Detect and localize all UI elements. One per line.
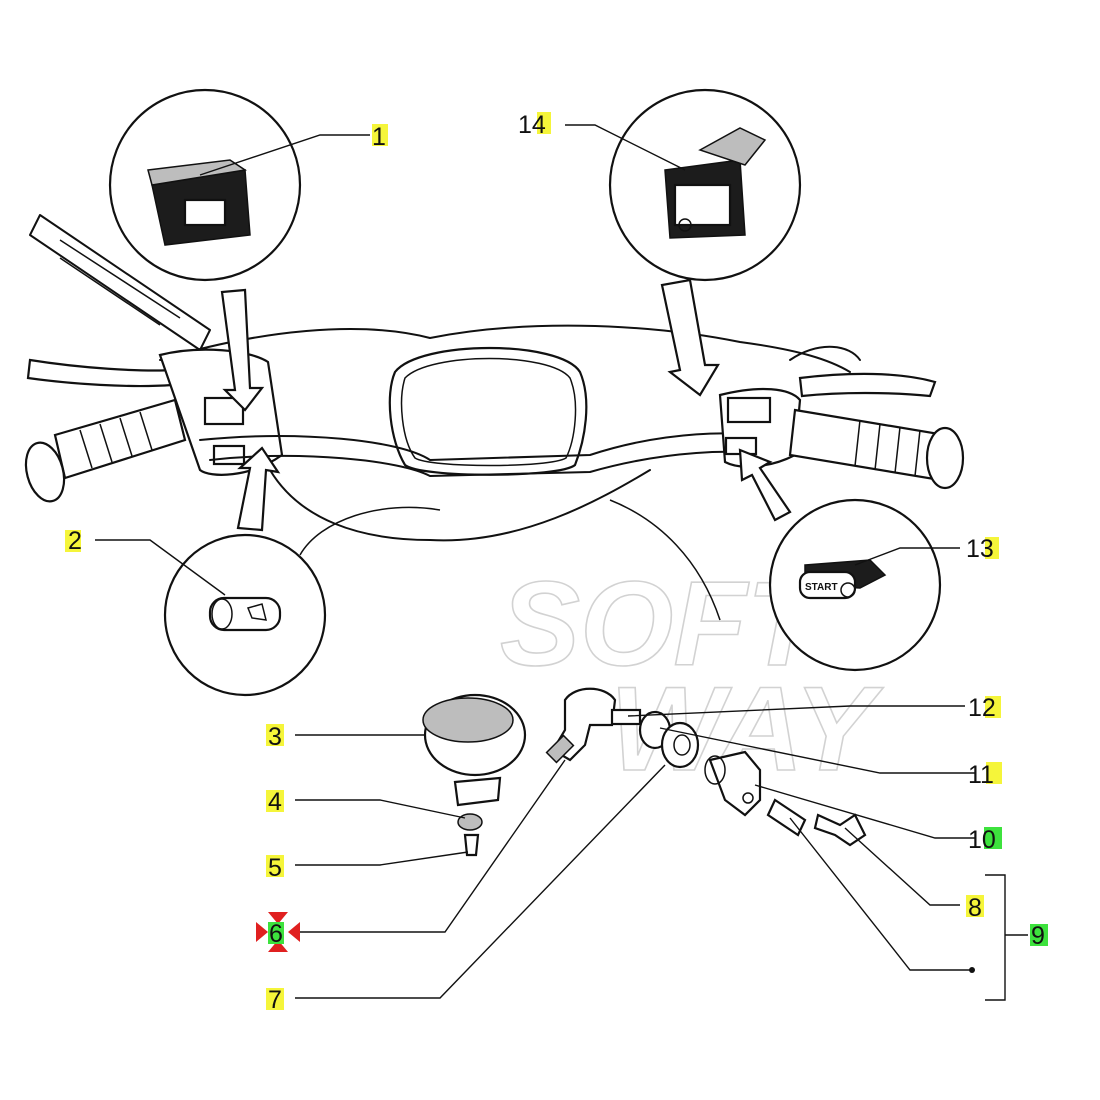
arrow-14 <box>660 278 720 397</box>
horn-button <box>208 596 282 632</box>
cowl-details <box>299 499 721 621</box>
callout-1-highlight <box>372 124 388 146</box>
right-grip <box>788 408 965 490</box>
callout-2[interactable]: 2 <box>68 527 82 555</box>
leader-4 <box>295 799 466 819</box>
upper-fairing <box>159 324 851 373</box>
leader-2 <box>95 539 226 596</box>
handlebar-assembly <box>24 214 965 621</box>
callout-1[interactable]: 1 <box>372 123 386 151</box>
leader-9-sub <box>789 817 970 971</box>
switch-14-connector <box>698 127 767 166</box>
callout-6[interactable]: 6 <box>269 920 283 948</box>
leader-14 <box>565 124 686 171</box>
callout-12[interactable]: 12 <box>968 694 996 722</box>
part-10-lock-housing <box>704 750 762 817</box>
callout-labels: 1 14 2 13 3 12 11 4 10 5 8 9 6 7 <box>65 111 1048 1014</box>
leader-8 <box>844 827 960 906</box>
part-8-key <box>813 813 867 847</box>
callout-11-highlight <box>986 762 1002 784</box>
callout-4[interactable]: 4 <box>268 788 282 816</box>
callout-8-highlight <box>966 895 984 917</box>
callout-9-highlight <box>1030 924 1048 946</box>
leader-7 <box>295 764 666 999</box>
detail-circle-14 <box>608 88 802 397</box>
detail-circle-1 <box>108 88 302 412</box>
leader-9-dot <box>969 967 975 973</box>
part-3-horn <box>422 693 527 807</box>
switch-14-knob <box>678 218 692 232</box>
callout-13-highlight <box>985 537 999 559</box>
leader-1 <box>199 134 370 176</box>
bracket-9 <box>985 874 1006 1001</box>
left-grip <box>24 398 187 503</box>
part-12-pin <box>610 708 642 726</box>
left-brake-lever <box>26 358 177 388</box>
headlight-inner <box>400 357 577 467</box>
arrow-2 <box>236 446 281 532</box>
leader-10 <box>754 784 975 839</box>
right-switch-slot-upper <box>726 396 772 424</box>
callout-7-highlight <box>266 988 284 1010</box>
leader-6 <box>295 759 566 933</box>
arrow-13 <box>738 448 792 522</box>
callout-10-highlight <box>984 827 1002 849</box>
headlight <box>388 347 588 476</box>
horn-button-end <box>211 598 233 630</box>
callout-13[interactable]: 13 <box>966 535 994 563</box>
leader-12 <box>627 705 965 717</box>
detail-circle-13: START <box>738 448 942 672</box>
leader-13 <box>854 547 960 566</box>
callout-8[interactable]: 8 <box>968 894 982 922</box>
start-label: START <box>805 582 838 593</box>
callout-5[interactable]: 5 <box>268 854 282 882</box>
lower-cowl <box>269 469 651 542</box>
callout-2-highlight <box>65 530 81 552</box>
horn-icon <box>246 603 267 621</box>
part-6-elbow-connector <box>545 687 617 764</box>
leader-5 <box>295 851 469 866</box>
callout-7[interactable]: 7 <box>268 986 282 1014</box>
part-4-washer <box>457 813 483 831</box>
callout-3[interactable]: 3 <box>268 723 282 751</box>
left-switch-slot-lower <box>212 444 246 466</box>
part-5-screw <box>463 833 480 857</box>
callout-9[interactable]: 9 <box>1031 922 1045 950</box>
right-brake-lever <box>798 372 937 398</box>
callout-12-highlight <box>985 696 1001 718</box>
callout-4-highlight <box>266 790 284 812</box>
leader-lines <box>95 124 1028 1001</box>
callout-5-highlight <box>266 855 284 877</box>
switch-1-rocker <box>183 198 227 227</box>
leader-11 <box>659 727 975 774</box>
detail-circle-2 <box>163 446 327 697</box>
callout-6-highlight <box>268 922 284 944</box>
callout-10[interactable]: 10 <box>968 826 996 854</box>
callout-3-highlight <box>266 724 284 746</box>
selection-marker-6 <box>256 912 300 952</box>
right-mirror-stalk <box>789 345 861 361</box>
arrow-1 <box>220 288 265 412</box>
start-button-cap <box>840 582 856 598</box>
left-stalk-detail <box>59 239 181 326</box>
switch-1-top <box>147 159 248 186</box>
callout-14[interactable]: 14 <box>518 111 546 139</box>
callout-11[interactable]: 11 <box>968 761 994 789</box>
callout-14-highlight <box>537 112 551 134</box>
